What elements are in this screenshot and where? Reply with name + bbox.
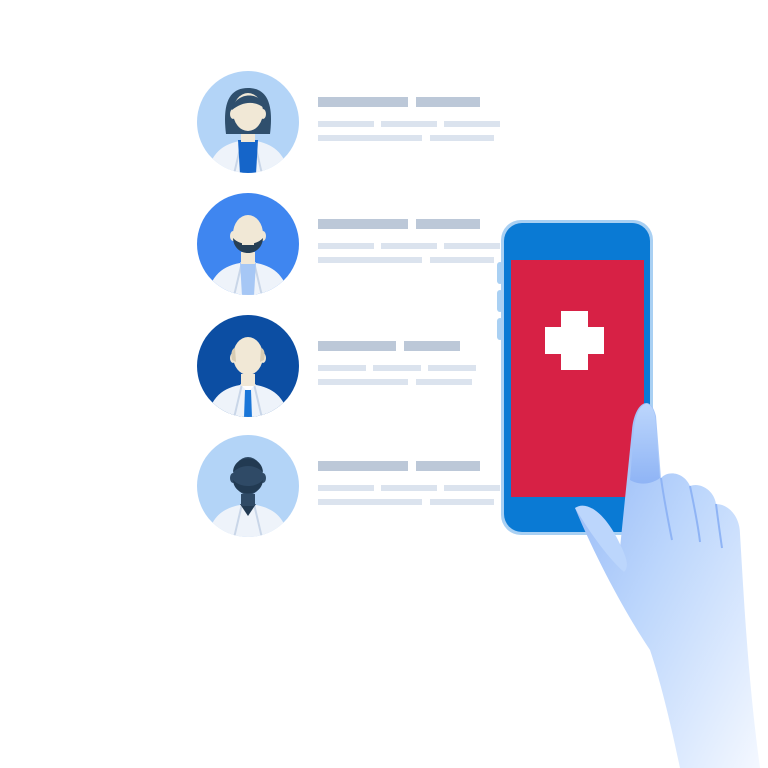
doctor-info-placeholder xyxy=(318,341,476,385)
detail-placeholder-line xyxy=(428,365,476,371)
medical-cross-icon xyxy=(545,311,604,370)
knuckle-line xyxy=(689,485,701,543)
index-finger xyxy=(630,403,660,484)
neck xyxy=(241,374,255,386)
neck xyxy=(241,494,255,506)
bald-male-doctor-avatar xyxy=(197,315,299,417)
detail-placeholder-line xyxy=(373,365,421,371)
ear xyxy=(260,231,266,241)
hair xyxy=(233,458,263,472)
detail-placeholder-line xyxy=(318,257,422,263)
pointing-hand-icon xyxy=(575,403,760,768)
detail-placeholder-line xyxy=(444,485,500,491)
coat-lapels xyxy=(233,383,263,417)
smartphone xyxy=(497,220,653,535)
doctor-list-item[interactable] xyxy=(197,315,476,428)
female-doctor-avatar xyxy=(197,71,299,173)
ear xyxy=(260,109,266,119)
doctor-list-item[interactable] xyxy=(197,193,500,306)
knuckle-line xyxy=(715,503,723,549)
name-placeholder-bar xyxy=(318,341,396,351)
doctor-figure xyxy=(206,337,290,417)
knuckle-line xyxy=(660,477,673,541)
coat-lapels xyxy=(233,503,263,537)
detail-placeholder-line xyxy=(318,379,408,385)
name-placeholder-bar xyxy=(416,461,480,471)
doctor-list-item[interactable] xyxy=(197,71,500,184)
phone-screen[interactable] xyxy=(511,260,644,497)
detail-placeholder-line xyxy=(430,499,494,505)
name-placeholder-bar xyxy=(416,219,480,229)
detail-placeholder-line xyxy=(318,121,374,127)
detail-placeholder-line xyxy=(381,121,437,127)
mouth xyxy=(242,242,254,245)
ear xyxy=(260,473,266,483)
detail-placeholder-line xyxy=(381,485,437,491)
beard xyxy=(233,480,263,494)
side-hair xyxy=(260,348,265,362)
doctor-figure xyxy=(206,88,290,173)
detail-placeholder-line xyxy=(444,243,500,249)
detail-placeholder-line xyxy=(318,135,422,141)
neck xyxy=(241,252,255,264)
detail-placeholder-line xyxy=(318,499,422,505)
side-hair xyxy=(231,348,236,362)
beard xyxy=(233,238,263,253)
name-placeholder-bar xyxy=(318,219,408,229)
shirt-collar xyxy=(240,504,256,516)
name-placeholder-bar xyxy=(318,461,408,471)
name-placeholder-bar xyxy=(404,341,460,351)
detail-placeholder-line xyxy=(318,365,366,371)
white-coat xyxy=(206,504,290,537)
doctor-figure xyxy=(206,457,290,537)
necktie xyxy=(244,390,252,417)
hair-fringe xyxy=(232,95,264,110)
doctor-info-placeholder xyxy=(318,97,500,141)
doctor-list-item[interactable] xyxy=(197,435,500,548)
bearded-male-doctor-avatar xyxy=(197,193,299,295)
detail-placeholder-line xyxy=(318,243,374,249)
detail-placeholder-line xyxy=(381,243,437,249)
name-placeholder-bar xyxy=(318,97,408,107)
dark-skinned-doctor-avatar xyxy=(197,435,299,537)
doctor-info-placeholder xyxy=(318,461,500,505)
detail-placeholder-line xyxy=(318,485,374,491)
blouse xyxy=(238,140,258,173)
shirt xyxy=(240,262,256,295)
ear xyxy=(230,231,236,241)
detail-placeholder-line xyxy=(430,257,494,263)
detail-placeholder-line xyxy=(416,379,472,385)
detail-placeholder-line xyxy=(444,121,500,127)
ear xyxy=(230,109,236,119)
doctor-info-placeholder xyxy=(318,219,500,263)
ear xyxy=(230,473,236,483)
head xyxy=(233,337,263,375)
thumb xyxy=(575,505,627,572)
hand-palm xyxy=(575,403,760,768)
doctor-figure xyxy=(206,215,290,295)
detail-placeholder-line xyxy=(430,135,494,141)
doctor-list xyxy=(197,71,500,548)
name-placeholder-bar xyxy=(416,97,480,107)
